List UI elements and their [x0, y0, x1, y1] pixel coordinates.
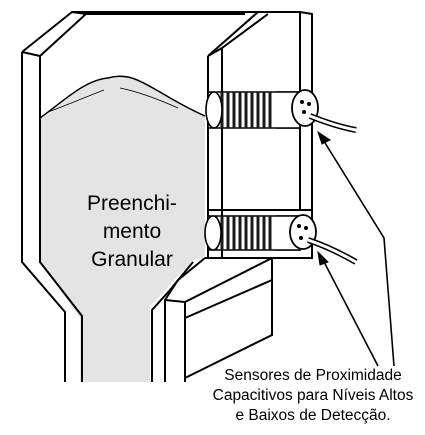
- arrow-upper-head: [317, 130, 331, 145]
- granular-material: [40, 76, 205, 383]
- sensor-description-label: Sensores de Proximidade Capacitivos para…: [196, 366, 425, 426]
- hopper-top-edge: [72, 11, 258, 15]
- granular-surface-detail: [47, 87, 179, 113]
- sensor-upper-nut: [205, 91, 223, 129]
- granular-surface: [39, 75, 206, 119]
- arrow-upper: [321, 137, 395, 367]
- material-label-line3: Granular: [91, 248, 173, 271]
- arrow-lower: [321, 257, 379, 367]
- material-label-line1: Preenchi-: [87, 192, 177, 215]
- granular-material-label: Preenchi- mento Granular: [66, 190, 198, 274]
- sensor-upper: [205, 89, 357, 133]
- material-label-line2: mento: [102, 220, 162, 243]
- callout-arrows: [321, 137, 395, 367]
- sensor-lower-nut: [204, 215, 222, 251]
- sensor-label-line2: Capacitivos para Níveis Altos: [212, 387, 414, 404]
- arrow-lower-head: [317, 250, 329, 266]
- sensor-label-line1: Sensores de Proximidade: [224, 367, 402, 384]
- sensor-label-line3: e Baixos de Detecção.: [235, 407, 391, 424]
- sensor-lower: [204, 214, 358, 265]
